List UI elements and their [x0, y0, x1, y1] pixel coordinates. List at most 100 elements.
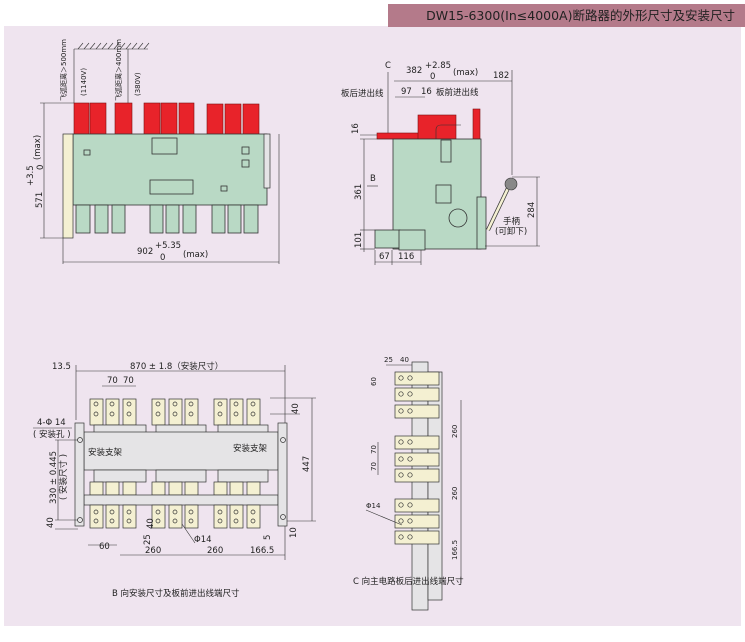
bolt-hole-icon: [155, 401, 161, 407]
terminal-block: [151, 481, 166, 496]
width-max: (max): [183, 250, 208, 260]
bolt-hole-icon: [398, 502, 404, 508]
bolt-hole-icon: [126, 401, 132, 407]
height-dim: 571: [35, 192, 45, 208]
dim-10: 10: [289, 527, 299, 538]
terminal-bar: [213, 504, 228, 529]
dim-260b: 260: [451, 487, 459, 500]
bolt-hole-icon: [188, 509, 194, 515]
dim-60: 60: [99, 542, 110, 552]
bolt-hole-icon: [217, 518, 223, 524]
bolt-hole-icon: [93, 411, 99, 417]
b-view: 13.5 870 ± 1.8（安装尺寸） 70 70 4-Φ 14 ( 安装孔 …: [33, 361, 316, 599]
holes-note: ( 安装孔 ): [33, 429, 71, 440]
voltage-380: (380V): [134, 72, 142, 96]
handle-knob-icon: [504, 177, 518, 191]
dim-40: 40: [400, 356, 409, 364]
depth-tol-minus: 0: [430, 72, 435, 82]
bolt-hole-icon: [172, 518, 178, 524]
c-view-caption: C 向主电路板后进出线端尺寸: [353, 576, 464, 587]
terminal-block: [168, 481, 183, 496]
terminal-bar: [394, 530, 440, 545]
dim-361: 361: [354, 184, 364, 200]
height-tol-minus: 0: [36, 165, 46, 170]
phi14: Φ14: [366, 502, 381, 510]
dim-260a: 260: [451, 425, 459, 438]
terminal-bar: [151, 504, 166, 529]
install-width: 870 ± 1.8（安装尺寸）: [130, 361, 223, 372]
bolt-hole-icon: [398, 518, 404, 524]
phi14: Φ14: [194, 535, 212, 545]
terminal-bar: [394, 387, 440, 402]
holes: 4-Φ 14: [37, 418, 66, 428]
terminal-bar: [394, 435, 440, 450]
dim-25: 25: [384, 356, 393, 364]
width-dim: 902: [137, 247, 153, 257]
bolt-hole-icon: [407, 439, 413, 445]
terminal-bar: [394, 371, 440, 386]
bolt-hole-icon: [250, 518, 256, 524]
dim-60: 60: [370, 377, 378, 386]
terminal-bar: [229, 504, 244, 529]
bolt-hole-icon: [155, 509, 161, 515]
rear-terminal-bars: [394, 371, 440, 545]
terminal-block: [229, 481, 244, 496]
terminal-block: [105, 481, 120, 496]
bolt-hole-icon: [93, 518, 99, 524]
side-view: C 382 +2.85 0 (max) 182 板后进出线 板前进出线 97 1…: [341, 61, 540, 265]
dim-101: 101: [354, 232, 364, 248]
height-max: (max): [33, 135, 43, 160]
bolt-hole-icon: [172, 411, 178, 417]
bolt-hole-icon: [407, 456, 413, 462]
ceiling-hatch: [77, 42, 150, 50]
bolt-hole-icon: [217, 411, 223, 417]
bolt-hole-icon: [93, 401, 99, 407]
height-tol-plus: +3.5: [26, 165, 36, 186]
bolt-hole-icon: [126, 509, 132, 515]
bolt-hole-icon: [217, 401, 223, 407]
bolt-hole-icon: [398, 456, 404, 462]
bolt-hole-icon: [250, 401, 256, 407]
bolt-hole-icon: [172, 401, 178, 407]
page-title: DW15-6300(In≤4000A)断路器的外形尺寸及安装尺寸: [388, 4, 745, 27]
bolt-hole-icon: [398, 375, 404, 381]
bolt-hole-icon: [109, 401, 115, 407]
dim-13-5: 13.5: [52, 362, 71, 372]
lower-legs: [75, 204, 259, 234]
bolt-hole-icon: [407, 534, 413, 540]
front-label: 板前进出线: [436, 87, 479, 98]
bolt-hole-icon: [233, 509, 239, 515]
b-view-caption: B 向安装尺寸及板前进出线端尺寸: [112, 588, 240, 599]
dim-166-5: 166.5: [451, 540, 459, 560]
clearance-1140: 飞弧距离＞500mm: [59, 39, 68, 101]
dim-70a: 70: [370, 445, 378, 454]
terminal-bar: [105, 504, 120, 529]
dim-70a: 70: [107, 376, 118, 386]
width-tol-minus: 0: [160, 253, 165, 263]
bolt-hole-icon: [407, 391, 413, 397]
bolt-hole-icon: [407, 375, 413, 381]
bolt-hole-icon: [155, 518, 161, 524]
dim-40-mid: 40: [146, 518, 156, 529]
bolt-hole-icon: [398, 472, 404, 478]
lower-terminal-bars: [89, 504, 261, 529]
terminal-bar: [394, 452, 440, 467]
c-marker: C: [385, 61, 391, 71]
rear-label: 板后进出线: [341, 88, 384, 99]
bolt-hole-icon: [109, 411, 115, 417]
clearance-380: 飞弧距离＞400mm: [114, 39, 123, 101]
bolt-hole-icon: [407, 472, 413, 478]
terminal-bar: [394, 514, 440, 529]
dim-166-5: 166.5: [250, 546, 274, 556]
handle-note: (可卸下): [495, 226, 527, 237]
c-view: 25 40 60 70 70 Φ14 260 260 166.5 C 向主电路板…: [353, 356, 464, 611]
bracket-left: 安装支架: [88, 447, 123, 458]
bolt-hole-icon: [398, 534, 404, 540]
bolt-hole-icon: [109, 509, 115, 515]
dim-116: 116: [398, 252, 414, 262]
dim-16-top: 16: [421, 87, 432, 97]
front-view: 飞弧距离＞500mm (1140V) 飞弧距离＞400mm (380V): [26, 39, 280, 264]
bolt-hole-icon: [233, 411, 239, 417]
bolt-hole-icon: [217, 509, 223, 515]
